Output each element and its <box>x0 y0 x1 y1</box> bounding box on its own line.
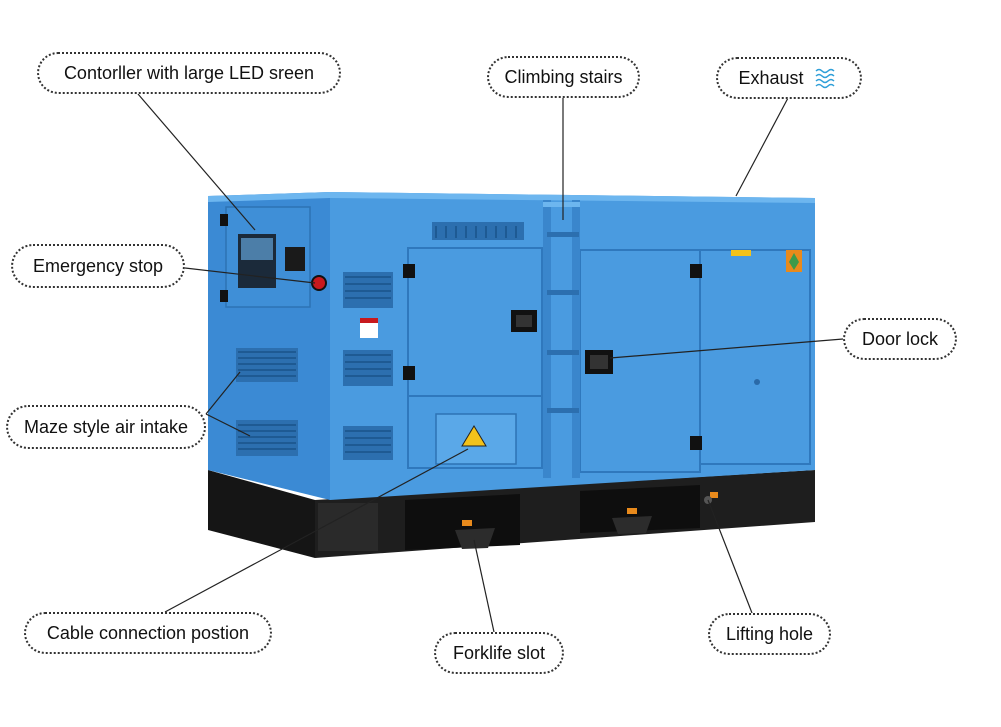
callout-air-intake-label: Maze style air intake <box>23 416 189 437</box>
warning-triangle-icon <box>461 425 487 447</box>
callout-cable-connection: Cable connection postion <box>24 612 272 654</box>
callout-controller: Contorller with large LED sreen <box>37 52 341 94</box>
callout-door-lock-label: Door lock <box>861 328 939 349</box>
callout-climbing-stairs-label: Climbing stairs <box>504 66 623 87</box>
callout-cable-connection-label: Cable connection postion <box>46 622 250 643</box>
callout-emergency-stop: Emergency stop <box>11 244 185 288</box>
callout-lifting-hole: Lifting hole <box>708 613 831 655</box>
leader-lines <box>137 93 844 633</box>
callout-climbing-stairs: Climbing stairs <box>487 56 640 98</box>
climbing-stairs-graphic <box>543 200 580 478</box>
callout-controller-label: Contorller with large LED sreen <box>63 62 315 83</box>
callout-exhaust-label: Exhaust <box>738 67 804 88</box>
callout-forklift-slot-label: Forklife slot <box>452 642 546 663</box>
callout-forklift-slot: Forklife slot <box>434 632 564 674</box>
forklift-pocket-right <box>580 485 700 533</box>
callout-emergency-stop-label: Emergency stop <box>32 255 164 276</box>
callout-exhaust: Exhaust <box>716 57 862 99</box>
base-frame <box>208 470 315 558</box>
callout-door-lock: Door lock <box>843 318 957 360</box>
callout-lifting-hole-label: Lifting hole <box>725 623 814 644</box>
front-doors <box>407 247 811 473</box>
generator-illustration <box>208 192 815 558</box>
callout-air-intake: Maze style air intake <box>6 405 206 449</box>
heat-wave-icon <box>814 67 840 89</box>
